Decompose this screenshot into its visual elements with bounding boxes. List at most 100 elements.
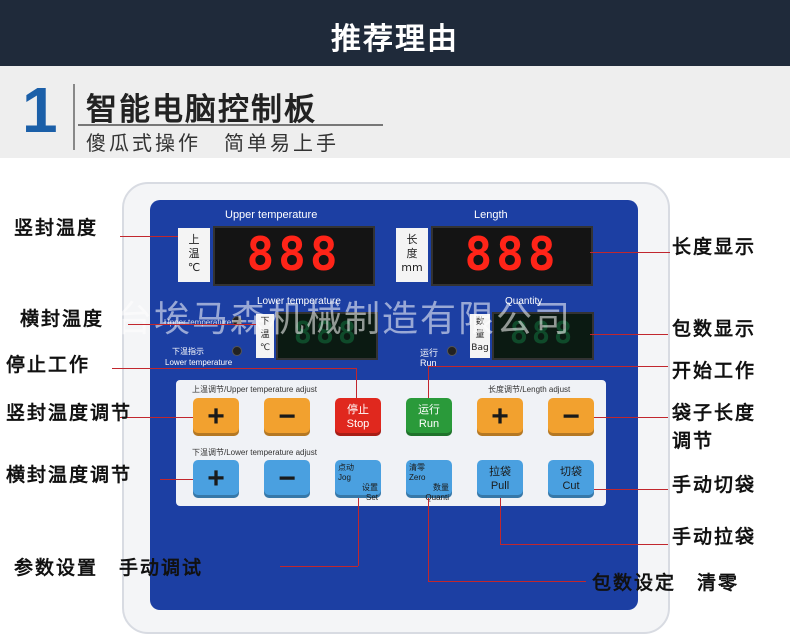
quantity-digits: 888 — [509, 316, 577, 351]
quantity-en: Quanti — [425, 493, 449, 502]
leader-zero-v — [428, 498, 429, 581]
lower-indicator-en: Lower temperature — [165, 358, 233, 367]
anno-vertical-seal-adjust: 竖封温度调节 — [6, 402, 133, 424]
length-display: 888 — [431, 226, 593, 286]
length-plus-button[interactable]: + — [477, 398, 523, 436]
pull-cn: 拉袋 — [489, 466, 511, 478]
length-adjust-label: 长度调节/Length adjust — [488, 385, 571, 394]
company-watermark: 邢台埃马森机械制造有限公司 — [78, 299, 573, 340]
set-en: Set — [365, 493, 378, 502]
anno-manual-pull: 手动拉袋 — [672, 526, 757, 548]
cut-en: Cut — [562, 480, 580, 492]
leader-horizontal-adjust — [160, 479, 193, 480]
keypad-area — [176, 380, 606, 506]
length-unit-3: mm — [401, 261, 423, 274]
length-digits: 888 — [464, 227, 560, 281]
upper-unit-1: 上 — [188, 233, 200, 246]
run-indicator-cn: 运行 — [420, 348, 439, 358]
lower-unit-2: 温 — [260, 330, 270, 340]
jog-cn: 点动 — [338, 463, 354, 472]
anno-horizontal-seal-temp: 横封温度 — [20, 308, 105, 330]
leader-zero-h — [428, 581, 586, 582]
anno-quantity-zero: 包数设定 清零 — [592, 572, 740, 594]
set-cn: 设置 — [362, 483, 378, 492]
jog-en: Jog — [338, 473, 351, 482]
quantity-label: Quantity — [505, 296, 543, 307]
length-unit-box: 长 度 mm — [396, 228, 428, 282]
leader-cut — [594, 489, 668, 490]
leader-vertical-seal — [120, 236, 178, 237]
section-subtitle: 傻瓜式操作 简单易上手 — [86, 131, 339, 155]
leader-bag-length — [594, 417, 668, 418]
anno-param-jog: 参数设置 手动调试 — [14, 557, 204, 579]
stop-button-cn: 停止 — [347, 404, 369, 416]
upper-temp-minus-button[interactable]: − — [264, 398, 310, 436]
quantity-display: 888 — [492, 312, 594, 360]
pull-button[interactable]: 拉袋 Pull — [477, 460, 523, 498]
pull-en: Pull — [490, 480, 510, 492]
lower-temp-plus-button[interactable]: + — [193, 460, 239, 498]
header-bar — [0, 0, 790, 66]
anno-length-display: 长度显示 — [672, 236, 757, 258]
length-unit-1: 长 — [406, 233, 418, 246]
run-button-en: Run — [418, 418, 440, 430]
quantity-cn: 数量 — [433, 483, 449, 492]
upper-temp-plus-button[interactable]: + — [193, 398, 239, 436]
upper-temperature-label: Upper temperature — [225, 209, 318, 221]
upper-indicator-led — [232, 316, 242, 326]
zero-cn: 清零 — [409, 463, 425, 472]
run-button-cn: 运行 — [418, 404, 440, 416]
leader-start-h — [428, 366, 668, 367]
quantity-unit-3: Bag — [471, 343, 489, 353]
section-number: 1 — [22, 74, 58, 146]
quantity-unit-1: 数 — [475, 317, 485, 327]
anno-start-work: 开始工作 — [672, 360, 757, 382]
quantity-unit-2: 量 — [475, 330, 485, 340]
lower-temp-digits: 888 — [293, 316, 361, 351]
leader-param-v — [358, 498, 359, 566]
section-band — [0, 66, 790, 158]
anno-manual-cut: 手动切袋 — [672, 474, 757, 496]
lower-minus-glyph: − — [278, 462, 296, 495]
leader-stop-v — [356, 368, 357, 398]
zero-en: Zero — [409, 473, 426, 482]
quantity-unit-box: 数 量 Bag — [470, 314, 490, 358]
lower-temp-minus-button[interactable]: − — [264, 460, 310, 498]
length-minus-button[interactable]: − — [548, 398, 594, 436]
section-underline — [78, 124, 383, 126]
lower-plus-glyph: + — [207, 462, 225, 495]
lower-adjust-label: 下温调节/Lower temperature adjust — [192, 448, 317, 457]
run-indicator-en: Run — [420, 358, 437, 368]
section-title: 智能电脑控制板 — [86, 92, 317, 128]
lower-temp-display: 888 — [276, 312, 378, 360]
lower-unit-1: 下 — [260, 317, 270, 327]
leader-start-v — [428, 366, 429, 398]
leader-param-h — [280, 566, 358, 567]
upper-temp-display: 888 — [213, 226, 375, 286]
page-title: 推荐理由 — [331, 22, 459, 57]
anno-horizontal-seal-adjust: 横封温度调节 — [6, 464, 133, 486]
jog-set-button[interactable]: 点动 Jog 设置 Set — [335, 460, 381, 502]
cut-cn: 切袋 — [560, 466, 582, 478]
leader-quantity — [590, 334, 668, 335]
leader-pull-v — [500, 498, 501, 544]
stop-button-en: Stop — [346, 418, 370, 430]
upper-unit-3: ℃ — [187, 261, 201, 274]
anno-quantity-display: 包数显示 — [672, 318, 757, 340]
length-unit-2: 度 — [406, 247, 418, 260]
upper-unit-box: 上 温 ℃ — [178, 228, 210, 282]
lower-indicator-cn: 下温指示 — [172, 347, 204, 356]
cut-button[interactable]: 切袋 Cut — [548, 460, 594, 498]
leader-stop-h — [112, 368, 356, 369]
leader-length — [590, 252, 670, 253]
lower-temperature-label: Lower temperature — [257, 296, 341, 307]
zero-quantity-button[interactable]: 清零 Zero 数量 Quanti — [406, 460, 452, 502]
upper-indicator-label: Upper temperature — [164, 318, 232, 327]
anno-stop-work: 停止工作 — [6, 354, 91, 376]
anno-bag-length-1: 袋子长度 — [672, 402, 757, 424]
anno-bag-length-2: 调节 — [672, 430, 715, 452]
run-button[interactable]: 运行 Run — [406, 398, 452, 436]
upper-temp-digits: 888 — [246, 227, 342, 281]
stop-button[interactable]: 停止 Stop — [335, 398, 381, 436]
upper-adjust-label: 上温调节/Upper temperature adjust — [192, 385, 317, 394]
